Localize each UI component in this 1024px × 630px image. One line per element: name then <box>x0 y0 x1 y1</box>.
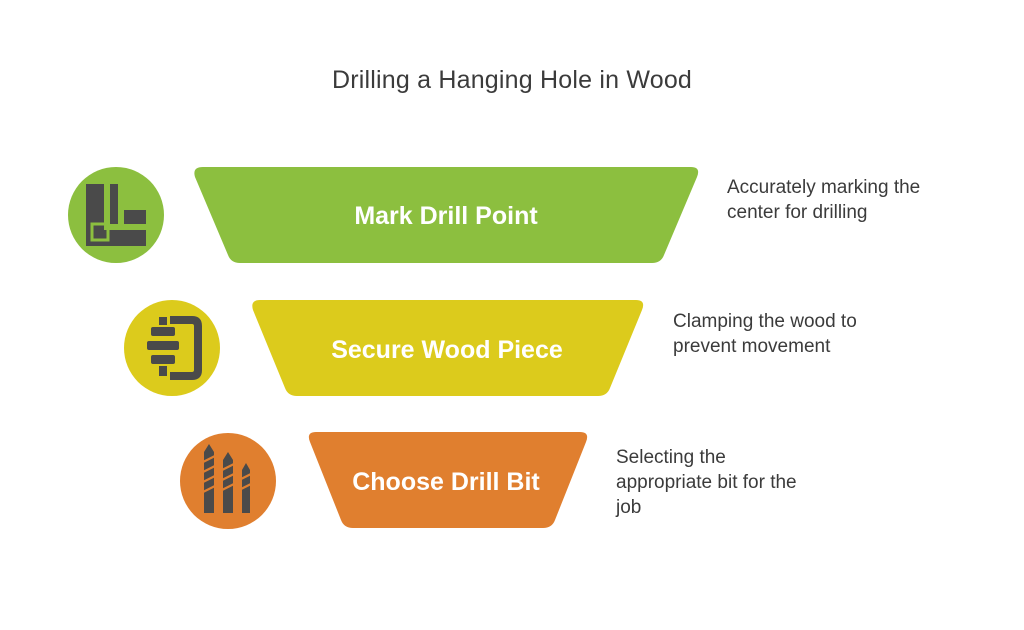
funnel-stage-choose-drill-bit: Choose Drill Bit <box>308 432 588 528</box>
description-line: job <box>616 497 642 518</box>
stage-description-2: Clamping the wood to prevent movement <box>673 309 857 359</box>
drill-bits-icon <box>180 433 276 529</box>
stage-description-1: Accurately marking the center for drilli… <box>727 175 920 225</box>
description-line: Clamping the wood to <box>673 311 857 332</box>
carpenter-square-icon <box>68 167 164 263</box>
stage-band-2 <box>252 300 644 396</box>
description-line: prevent movement <box>673 336 831 357</box>
stage-label-3: Choose Drill Bit <box>352 468 540 496</box>
funnel-stage-secure-wood-piece: Secure Wood Piece <box>252 300 644 396</box>
diagram-title: Drilling a Hanging Hole in Wood <box>331 66 693 94</box>
description-line: center for drilling <box>727 202 868 223</box>
stage-label-1: Mark Drill Point <box>354 202 538 230</box>
stage-band-3 <box>308 432 588 528</box>
description-line: appropriate bit for the <box>616 472 797 493</box>
stage-description-3: Selecting the appropriate bit for the jo… <box>616 445 797 520</box>
clamp-icon <box>124 300 220 396</box>
funnel-stage-mark-drill-point: Mark Drill Point <box>194 167 699 263</box>
description-line: Accurately marking the <box>727 177 921 198</box>
description-line: Selecting the <box>616 447 726 468</box>
stage-band-1 <box>194 167 699 263</box>
stage-label-2: Secure Wood Piece <box>331 336 563 364</box>
